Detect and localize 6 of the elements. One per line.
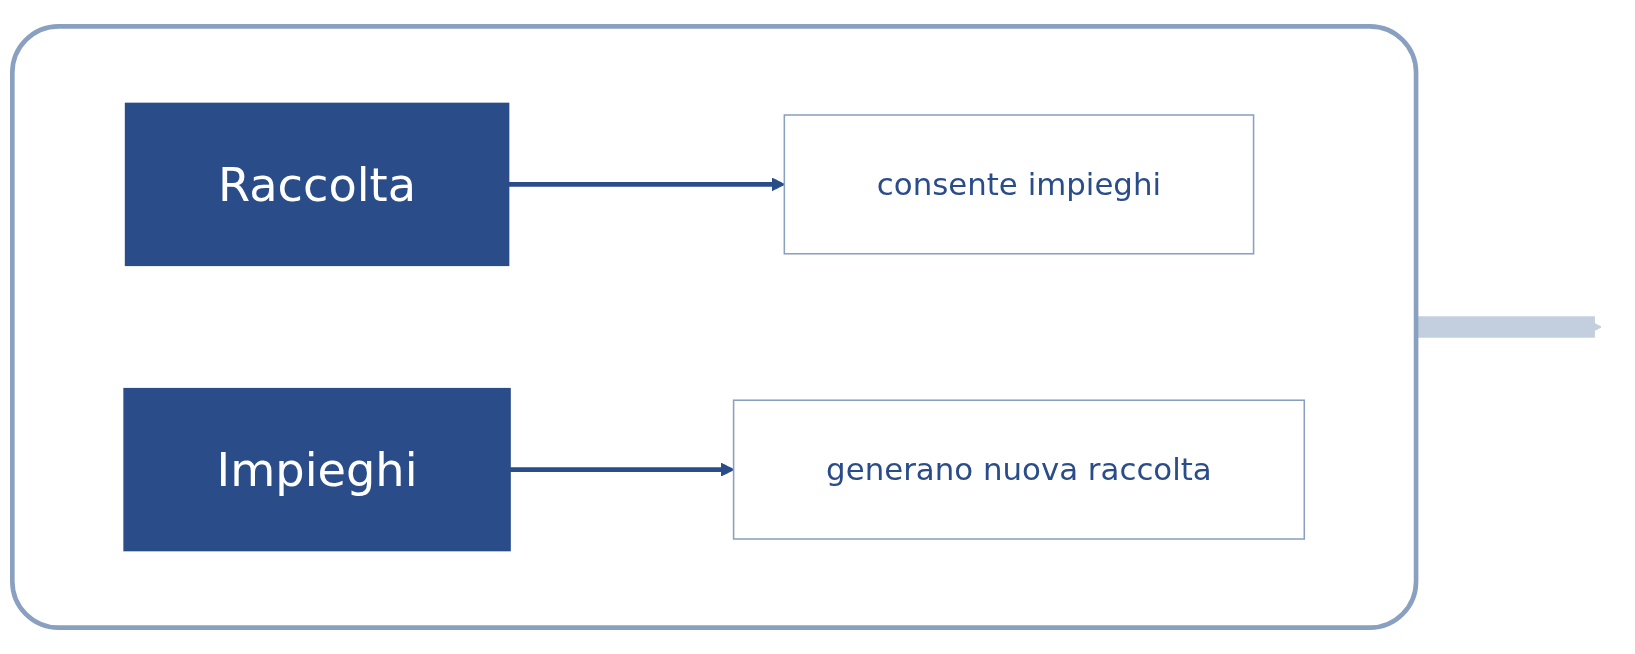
- node-box: consente impieghi: [783, 114, 1255, 255]
- arrow: [508, 177, 785, 192]
- cluster: [10, 24, 1419, 630]
- node-box: generano nuova raccolta: [732, 399, 1306, 540]
- node-box: Impieghi: [123, 387, 511, 552]
- node-box: Raccolta: [124, 102, 510, 267]
